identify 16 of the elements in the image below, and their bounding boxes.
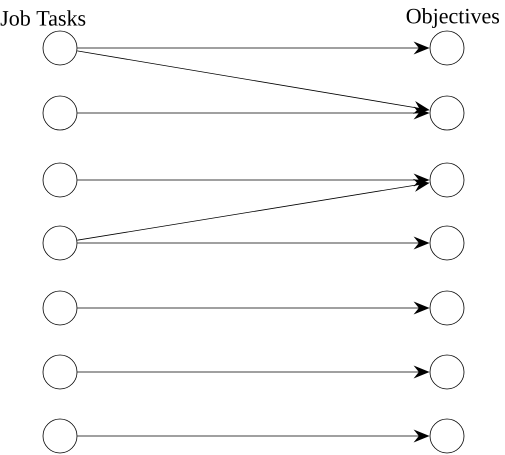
circle-node: [42, 162, 78, 198]
circle-node: [42, 290, 78, 326]
circle-node: [42, 30, 78, 66]
circle-node: [430, 96, 464, 130]
circle-node: [430, 290, 464, 326]
circle-node: [430, 354, 464, 390]
circle-node: [42, 418, 78, 454]
column-heading: Objectives: [406, 8, 500, 28]
circle-node: [430, 162, 464, 198]
circle-node: [430, 226, 464, 260]
circle-node: [430, 418, 464, 454]
circle-node: [42, 226, 78, 260]
column-heading: Job Tasks: [0, 10, 86, 26]
circle-node: [42, 354, 78, 390]
circle-node: [430, 30, 464, 66]
circle-node: [42, 96, 78, 130]
